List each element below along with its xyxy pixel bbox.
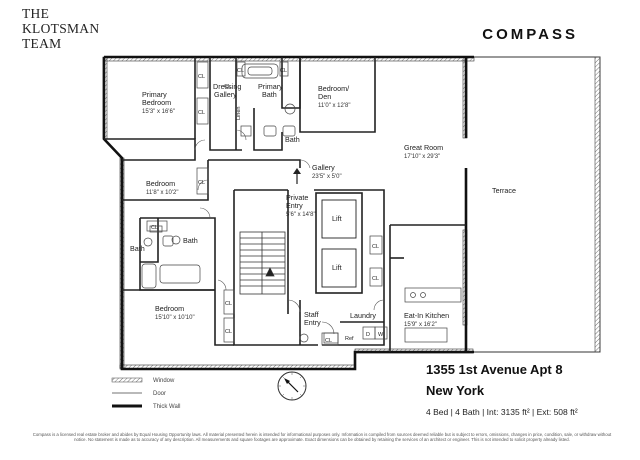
room-name: Terrace [492,186,516,195]
room-name: Bedroom/ [318,84,349,93]
compass-logo: COMPASS [482,26,578,43]
staircase [239,231,286,295]
room-name: Primary [258,82,283,91]
closet-label: CL [151,225,158,231]
room-dims: 11'8" x 10'2" [146,190,178,196]
closet-label: CL [198,74,205,80]
doors [194,129,385,335]
lift-shaft [315,192,363,294]
legend-thick-wall-label: Thick Wall [153,404,180,410]
room-name: Private [286,193,308,202]
listing-address: 1355 1st Avenue Apt 8 [426,362,563,377]
bath-label: Bath [285,135,300,144]
listing-stats: 4 Bed | 4 Bath | Int: 3135 ft² | Ext: 50… [426,407,578,417]
listing-city: New York [426,383,485,398]
room-dims: 23'5" x 5'0" [312,174,342,180]
team-logo: THE KLOTSMAN TEAM [22,6,112,51]
room-name: Bath [262,90,277,99]
legend-window-swatch [111,377,143,383]
team-logo-line-3: TEAM [22,36,62,51]
closet-label: CL [372,276,379,282]
room-dims: 11'0" x 12'8" [318,103,350,109]
room-name: Gallery [214,90,237,99]
room-dims: 15'3" x 16'6" [142,109,175,115]
terrace [473,56,601,353]
washer-label: W [378,332,384,338]
room-name: Bedroom [146,179,175,188]
dryer-label: D [366,332,370,338]
closet-label: CL [225,301,232,307]
room-name: Gallery [312,163,335,172]
team-logo-line-1: THE [22,6,50,21]
room-dims: 15'9" x 16'2" [404,322,437,328]
room-name: Primary [142,90,167,99]
entry-arrow-icon [293,168,301,174]
room-dims: 15'10" x 10'10" [155,315,195,321]
linen-label: Linen [236,107,242,120]
closet-label: CL [198,110,205,116]
closet-label: CL [237,68,244,74]
closet-label: CL [224,84,231,90]
room-name: Bedroom [142,98,171,107]
room-dims: 17'10" x 29'3" [404,154,440,160]
room-name: Great Room [404,143,443,152]
room-name: Dressing [213,82,241,91]
bath-label: Bath [183,236,198,245]
room-name: Den [318,92,331,101]
legal-disclaimer: Compass is a licensed real estate broker… [32,432,612,443]
closet-label: CL [198,180,205,186]
closet-label: CL [280,68,287,74]
room-name: Entry [304,318,321,327]
closet-label: CL [372,244,379,250]
team-logo-line-2: KLOTSMAN [22,21,100,36]
room-name: Entry [286,201,303,210]
closet-label: CL [225,329,232,335]
room-name: Eat-In Kitchen [404,311,449,320]
lift-label: Lift [332,263,342,272]
bath-label: Bath [130,244,145,253]
room-name: Staff [304,310,319,319]
lift-label: Lift [332,214,342,223]
room-labels: Primary Bedroom 15'3" x 16'6" Dressing G… [130,82,516,328]
closets: CL CL CL CL CL CL CL CL CL CL CL CL [146,61,383,346]
compass-rose-icon [277,371,307,401]
ref-label: Ref [345,336,354,342]
room-name: Laundry [350,311,376,320]
room-name: Bedroom [155,304,184,313]
closet-label: CL [325,338,332,344]
legend-window-label: Window [153,378,175,384]
room-dims: 5'6" x 14'8" [286,212,316,218]
legend-door-label: Door [153,391,166,397]
legend: Window Door Thick Wall [111,377,180,410]
